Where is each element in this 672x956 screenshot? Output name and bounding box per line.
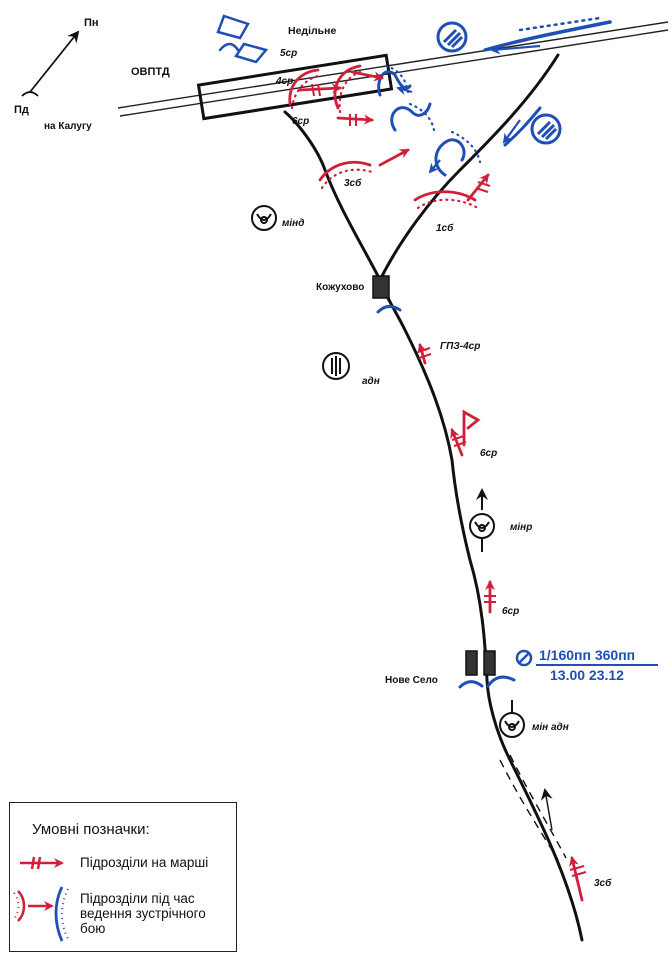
kozhukhovo-label: Кожухово: [316, 282, 364, 293]
south-label: Пд: [14, 104, 29, 116]
blue-unit-circle-top: [436, 21, 468, 53]
minr-symbol: [469, 488, 495, 552]
blue-dotted-edges: [384, 64, 482, 164]
info-line2: 13.00 23.12: [550, 667, 624, 683]
direction-label: на Калугу: [44, 121, 92, 132]
ovptd-label: ОВПТД: [131, 66, 170, 78]
march-arrow-bottom: [540, 788, 553, 831]
north-label: Пн: [84, 17, 99, 29]
blue-arrows: [396, 44, 541, 174]
label-1sb: 1сб: [436, 222, 454, 234]
red-march-ticks: [311, 83, 587, 877]
legend-battle-label: Підрозділи під час ведення зустрічного б…: [80, 891, 230, 936]
unit-labels: 5ср 4ср 6ср 3сб 1сб мінд ГПЗ-4ср адн 6ср…: [275, 48, 612, 889]
kozhukhovo-settlement: [372, 275, 390, 299]
label-5sr: 5ср: [280, 48, 297, 59]
label-3sb-bottom: 3сб: [594, 877, 612, 889]
nove-selo-settlement: [465, 650, 496, 676]
red-dotted-edges: [290, 70, 480, 210]
legend-battle-line2: ведення зустрічного: [80, 906, 206, 921]
ovptd-area: [196, 53, 394, 121]
red-own-units: [288, 64, 584, 902]
label-4sr: 4ср: [275, 76, 293, 87]
label-gpz: ГПЗ-4ср: [440, 341, 480, 352]
label-6sr-mid: 6ср: [480, 448, 497, 459]
north-arrow: [21, 30, 80, 97]
legend-march-symbol: [20, 856, 64, 870]
legend-title: Умовні позначки:: [32, 821, 150, 838]
label-minr: мінр: [510, 522, 532, 533]
blue-unit-circle-right: [530, 113, 562, 145]
label-min-adn: мін адн: [532, 722, 569, 733]
legend-battle-symbol: [13, 886, 69, 942]
min-adn-symbol: [499, 700, 525, 738]
adn-symbol: [322, 352, 350, 380]
label-6sr-low: 6ср: [502, 606, 519, 617]
label-adn: адн: [362, 376, 380, 387]
nedilne-label: Недільне: [288, 25, 336, 37]
legend-symbols: [13, 856, 69, 942]
march-column-bottom: [499, 754, 567, 861]
mind-symbol: [251, 205, 277, 231]
nove-selo-label: Нове Село: [385, 675, 438, 686]
info-line1: 1/160пп 360пп: [539, 647, 635, 663]
blue-stop-sign: [515, 649, 533, 667]
legend-battle-line1: Підрозділи під час: [80, 891, 195, 906]
legend-battle-line3: бою: [80, 921, 106, 936]
label-3sb-top: 3сб: [344, 177, 362, 189]
legend: Умовні позначки: Підрозділи на марші Під…: [9, 802, 237, 952]
legend-march-label: Підрозділи на марші: [80, 855, 209, 870]
label-6sr-top: 6ср: [292, 116, 309, 127]
label-mind: мінд: [282, 218, 304, 229]
roads: [283, 53, 584, 942]
